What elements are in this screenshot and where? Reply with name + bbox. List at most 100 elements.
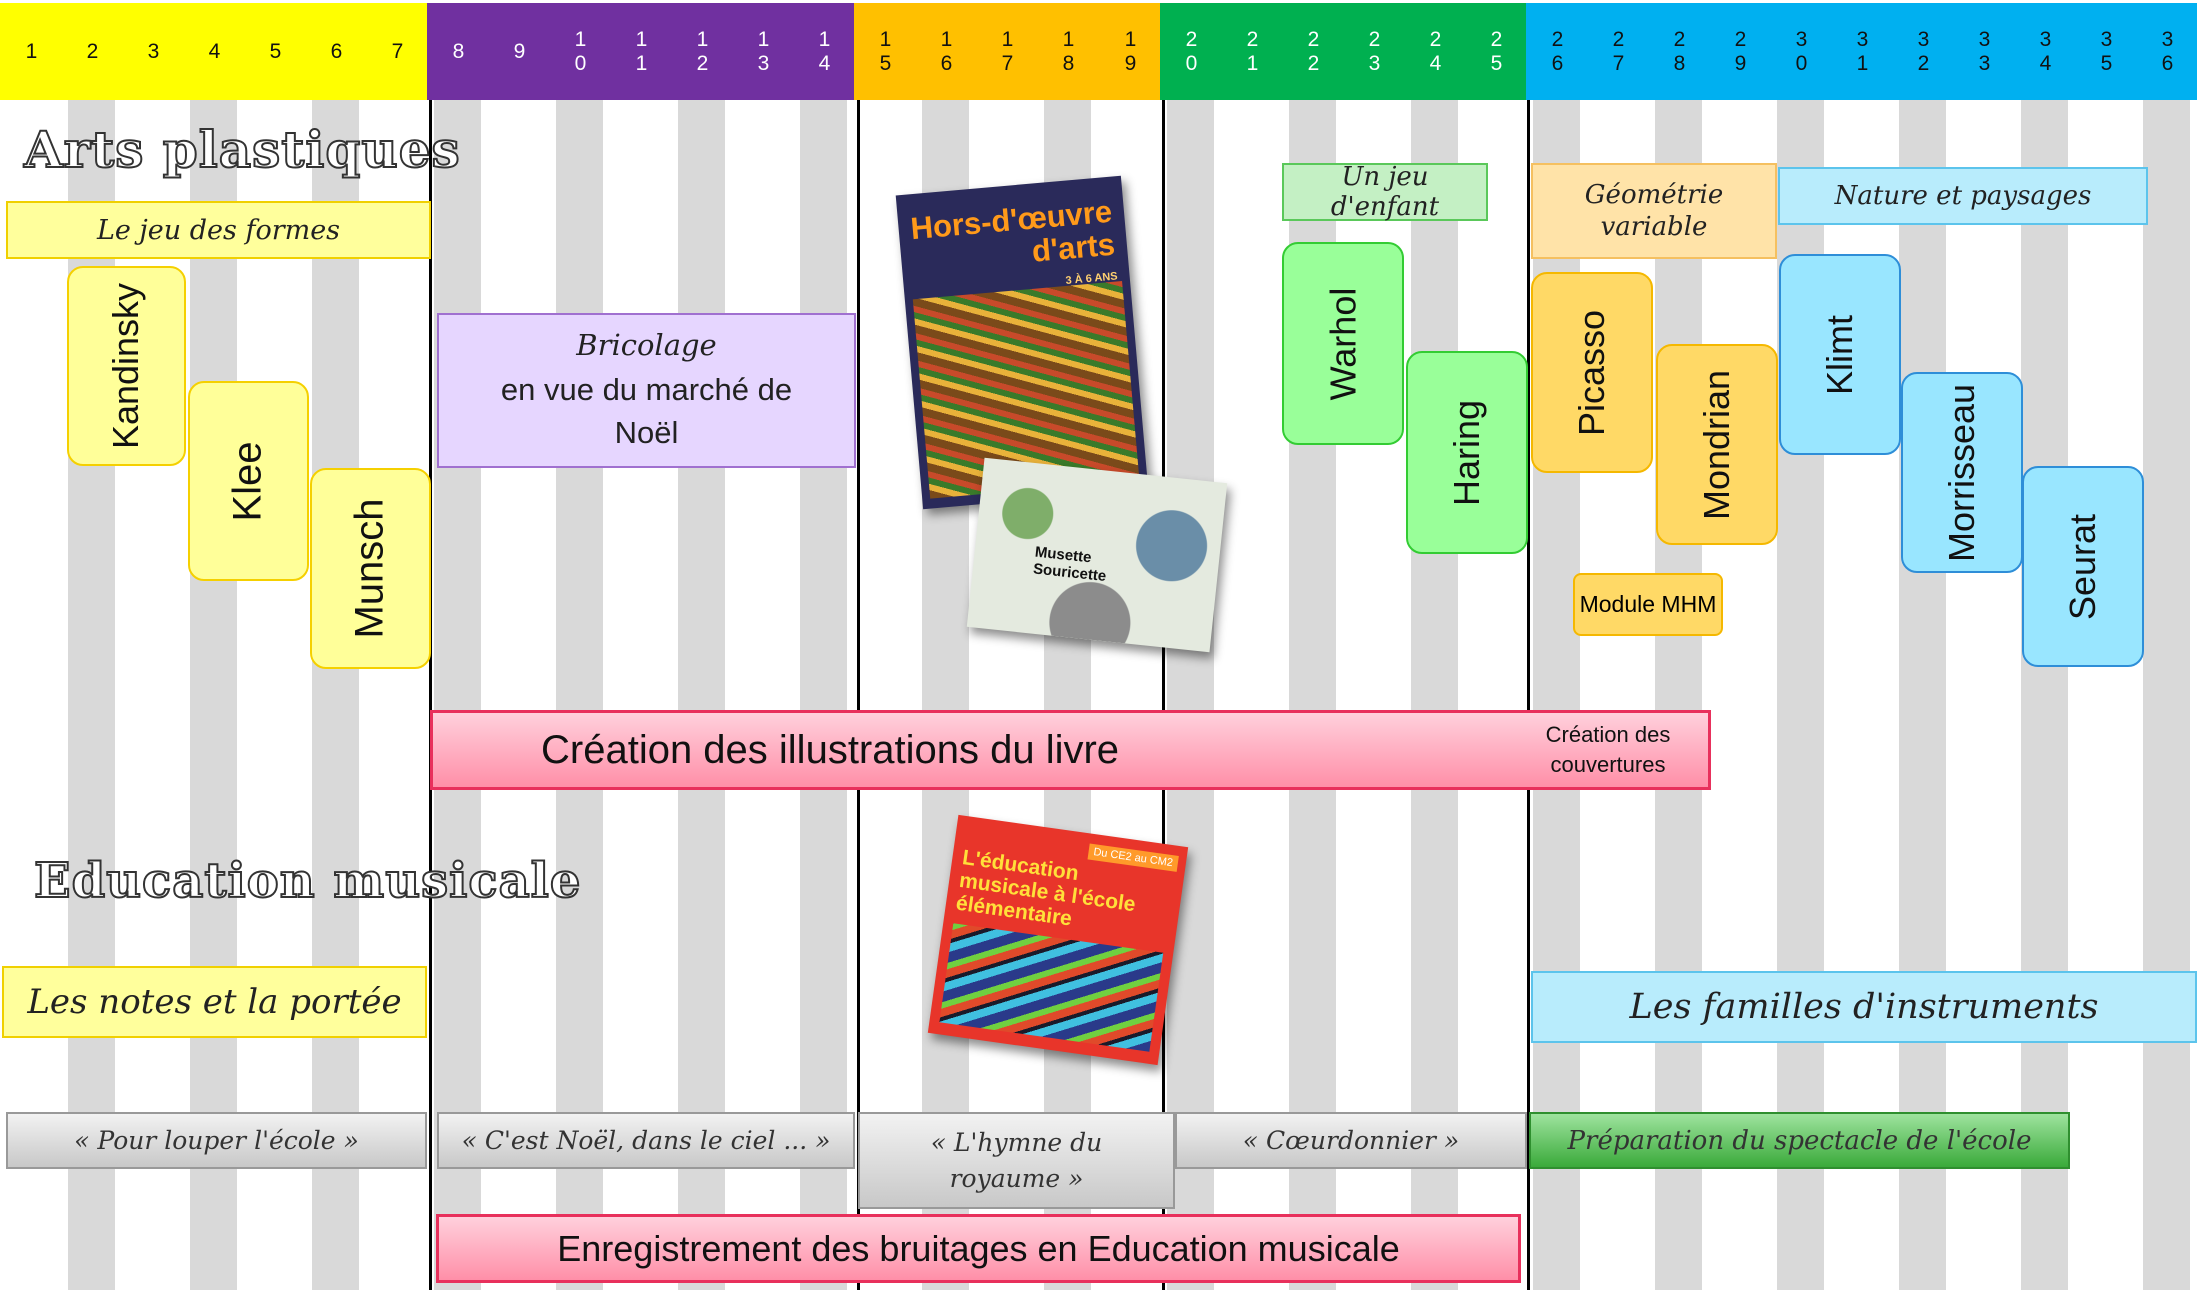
week-number: 2 7 [1612,27,1625,75]
artist-label: Klimt [1819,314,1860,395]
week-number: 3 2 [1917,27,1930,75]
artist-card-kandinsky: Kandinsky [67,266,186,466]
artist-label: Morrisseau [1941,383,1982,562]
bruitages-label: Enregistrement des bruitages en Educatio… [557,1227,1400,1269]
week-cell: 4 [183,3,246,100]
week-number: 7 [391,39,404,63]
week-cell: 1 5 [854,3,917,100]
book-cover-education-musicale: Du CE2 au CM2 L'éducation musicale à l'é… [927,814,1189,1066]
week-cell: 3 2 [1892,3,1955,100]
week-number: 3 0 [1795,27,1808,75]
artist-label: Klee [226,440,270,522]
week-cell: 2 [61,3,124,100]
week-number: 3 [147,39,160,63]
week-number: 2 6 [1551,27,1564,75]
artist-card-morrisseau: Morrisseau [1901,372,2023,573]
song-coeurdonnier: « Cœurdonnier » [1175,1112,1527,1169]
week-cell: 1 7 [976,3,1039,100]
week-number: 1 4 [818,27,831,75]
artist-label: Picasso [1571,309,1612,436]
arts-section-title: Arts plastiques [23,119,461,180]
artist-card-munsch: Munsch [310,468,431,669]
artist-card-klimt: Klimt [1779,254,1901,455]
week-cell: 2 8 [1648,3,1711,100]
artist-label: Mondrian [1696,369,1737,520]
week-number: 2 2 [1307,27,1320,75]
week-cell: 2 4 [1404,3,1467,100]
week-number: 2 5 [1490,27,1503,75]
artist-card-mondrian: Mondrian [1656,344,1778,545]
illustrations-bar: Création des illustrations du livre Créa… [430,710,1711,790]
week-number: 6 [330,39,343,63]
week-number: 9 [513,39,526,63]
jeu-des-formes-bar: Le jeu des formes [6,201,431,259]
column-stripe [312,100,359,1290]
week-cell: 2 9 [1709,3,1772,100]
column-stripe [190,100,237,1290]
geometrie-bar: Géométrie variable [1531,163,1777,259]
week-cell: 2 5 [1465,3,1528,100]
artist-label: Kandinsky [105,282,147,450]
week-number: 1 0 [574,27,587,75]
week-number: 4 [208,39,221,63]
period-divider [1527,100,1530,1290]
week-number: 1 2 [696,27,709,75]
week-cell: 3 1 [1831,3,1894,100]
week-cell: 3 5 [2075,3,2138,100]
column-stripe [434,100,481,1290]
week-cell: 6 [305,3,368,100]
module-mhm-badge: Module MHM [1573,573,1723,636]
week-number: 1 8 [1062,27,1075,75]
column-stripe [1655,100,1702,1290]
week-number: 2 4 [1429,27,1442,75]
song-pour-louper-lecole: « Pour louper l'école » [6,1112,427,1169]
week-number: 2 [86,39,99,63]
period-divider [429,100,432,1290]
illustrations-label: Création des illustrations du livre [541,727,1120,772]
week-cell: 1 1 [610,3,673,100]
week-number: 3 4 [2039,27,2052,75]
week-number: 2 1 [1246,27,1259,75]
week-cell: 2 1 [1221,3,1284,100]
week-cell: 3 6 [2136,3,2197,100]
artist-label: Seurat [2061,513,2103,620]
bruitages-bar: Enregistrement des bruitages en Educatio… [436,1214,1521,1283]
jeu-enfant-bar: Un jeu d'enfant [1282,162,1488,222]
week-cell: 3 0 [1770,3,1833,100]
bricolage-bar: Bricolage en vue du marché de Noël [437,313,856,468]
week-cell: 3 3 [1953,3,2016,100]
bricolage-subtitle: en vue du marché de Noël [500,371,793,450]
week-number: 2 3 [1368,27,1381,75]
week-number: 3 1 [1856,27,1869,75]
week-cell: 1 8 [1037,3,1100,100]
week-number: 1 [25,39,38,63]
period-divider [857,100,860,1290]
week-number: 1 1 [635,27,648,75]
week-cell: 1 6 [915,3,978,100]
week-number: 1 9 [1124,27,1137,75]
week-number: 5 [269,39,282,63]
week-number: 1 6 [940,27,953,75]
song-hymne-du-royaume: « L'hymne du royaume » [858,1112,1175,1209]
week-cell: 7 [366,3,429,100]
artist-card-haring: Haring [1406,351,1528,554]
week-number: 2 8 [1673,27,1686,75]
week-cell: 2 6 [1526,3,1589,100]
week-cell: 3 4 [2014,3,2077,100]
couvertures-label: Création des couvertures [1545,722,1671,777]
column-stripe [1411,100,1458,1290]
week-cell: 5 [244,3,307,100]
column-stripe [800,100,847,1290]
week-number: 2 9 [1734,27,1747,75]
bricolage-title: Bricolage [576,327,717,362]
nature-paysages-bar: Nature et paysages [1778,167,2148,225]
week-number: 3 6 [2161,27,2174,75]
notes-portee-bar: Les notes et la portée [2,966,427,1038]
week-number: 2 0 [1185,27,1198,75]
artist-card-warhol: Warhol [1282,242,1404,445]
week-number: 3 5 [2100,27,2113,75]
musique-section-title: Education musicale [33,852,582,910]
week-number: 1 3 [757,27,770,75]
column-stripe [2143,100,2190,1290]
